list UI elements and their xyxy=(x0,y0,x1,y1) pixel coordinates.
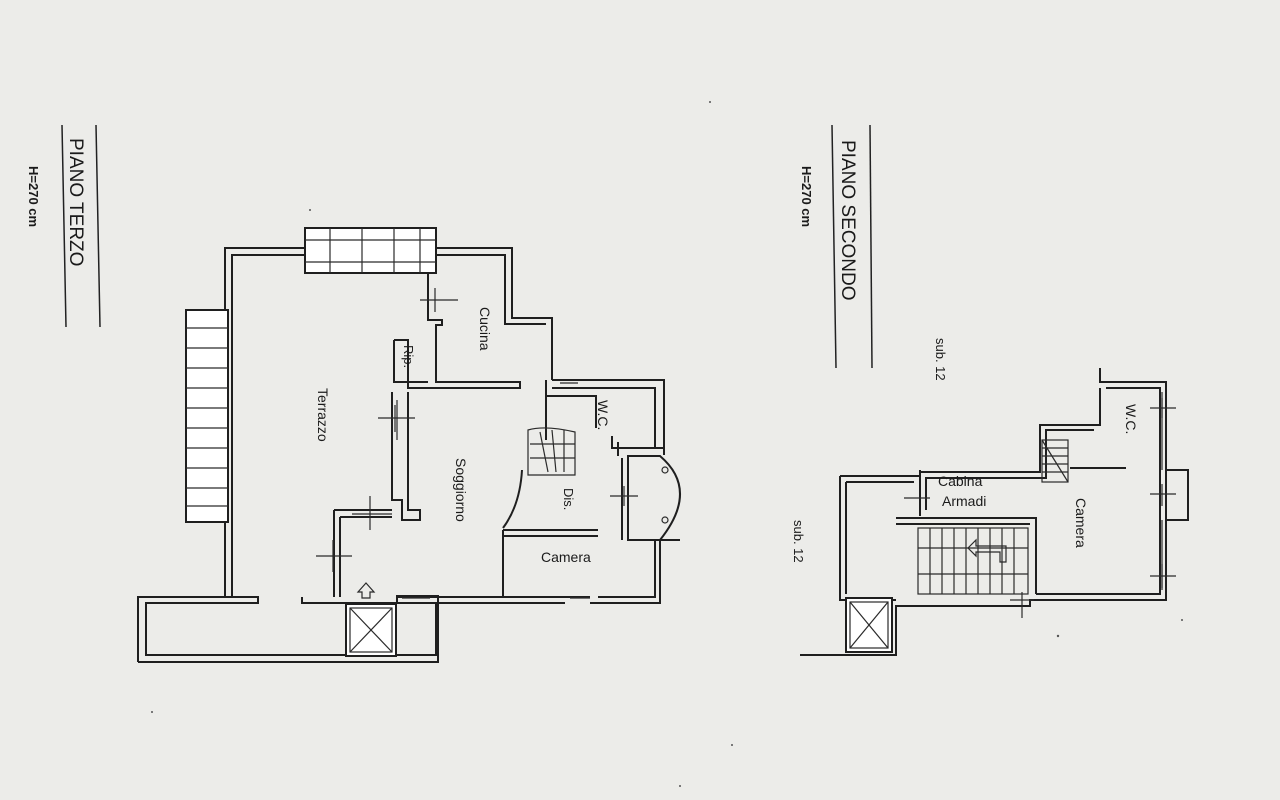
title-block-secondo: PIANO SECONDO H=270 cm sub. 12 sub. 12 xyxy=(791,124,948,563)
height-secondo: H=270 cm xyxy=(799,166,814,227)
room-wc-terzo: W.C. xyxy=(595,400,611,430)
title-block-terzo: PIANO TERZO H=270 cm xyxy=(26,124,101,328)
height-terzo: H=270 cm xyxy=(26,166,41,227)
walls-secondo xyxy=(800,368,1189,656)
room-camera-terzo: Camera xyxy=(541,549,591,565)
room-labels-secondo: W.C. Cabina Armadi Camera xyxy=(938,404,1139,548)
sub-label-top: sub. 12 xyxy=(933,338,948,381)
room-rip: Rip. xyxy=(401,345,416,368)
grill-left-terzo xyxy=(185,309,229,523)
stair-small-secondo xyxy=(1041,439,1069,483)
room-dis: Dis. xyxy=(561,488,576,510)
sub-label-side: sub. 12 xyxy=(791,520,806,563)
grill-top-terzo xyxy=(304,227,437,274)
title-terzo: PIANO TERZO xyxy=(65,138,86,266)
stair-main-secondo xyxy=(917,527,1029,595)
opening-marks-terzo xyxy=(316,288,669,599)
opening-marks-secondo xyxy=(904,398,1176,618)
room-armadi: Armadi xyxy=(942,493,986,509)
plan-secondo: PIANO SECONDO H=270 cm sub. 12 sub. 12 xyxy=(791,124,1189,656)
room-cucina: Cucina xyxy=(477,307,493,351)
walls-terzo xyxy=(137,247,681,663)
spiral-stair-terzo xyxy=(530,429,575,473)
room-wc-secondo: W.C. xyxy=(1123,404,1139,434)
elevator-shaft-secondo xyxy=(845,597,893,653)
elevator-shaft-terzo xyxy=(345,582,397,657)
room-labels-terzo: Terrazzo Cucina Rip. Soggiorno W.C. Dis.… xyxy=(315,307,611,565)
scan-specks xyxy=(151,101,1183,787)
room-camera-secondo: Camera xyxy=(1073,498,1089,548)
room-soggiorno: Soggiorno xyxy=(453,458,469,522)
plan-terzo: PIANO TERZO H=270 cm xyxy=(26,124,681,663)
room-cabina: Cabina xyxy=(938,473,983,489)
title-secondo: PIANO SECONDO xyxy=(837,140,858,300)
room-terrazzo: Terrazzo xyxy=(315,388,331,442)
